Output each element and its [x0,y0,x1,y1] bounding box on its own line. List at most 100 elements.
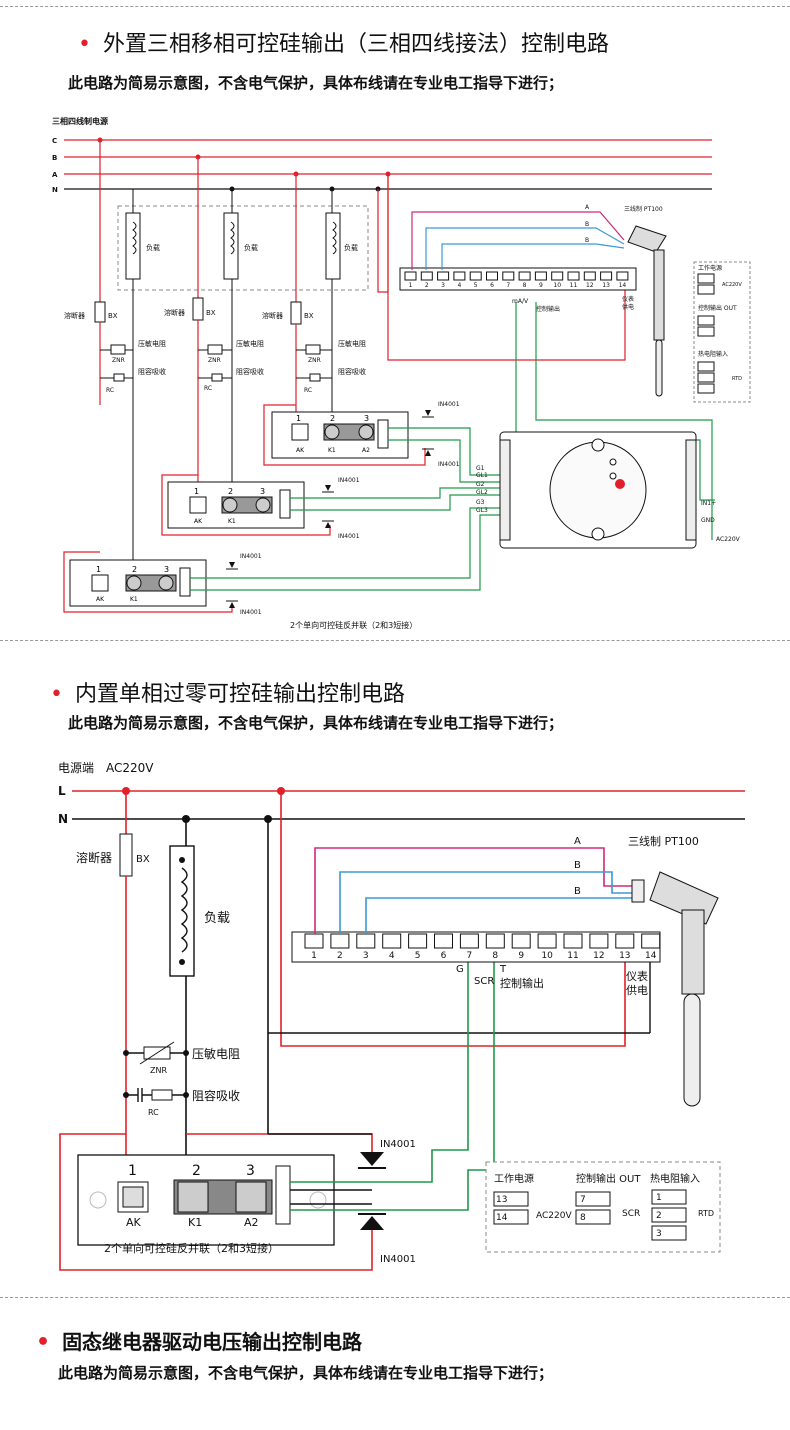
d1-gl1: GL1 [476,472,488,479]
d1-rc-label-2: 阻容吸收 [236,367,264,376]
d2-terminal-label-4: 4 [389,951,395,961]
d2-znr-label: ZNR [150,1066,167,1075]
d2-terminal-label-2: 2 [337,951,343,961]
d1-terminal-screw-10 [551,271,564,281]
d2-terminal-label-9: 9 [518,951,524,961]
d1-load-label-3: 负载 [344,243,358,252]
d1-terminal-screw-7 [502,271,515,281]
d2-scr-label: SCR [474,976,494,987]
d2-leg-8: 8 [580,1213,586,1223]
d1-gate-wires [190,302,715,591]
d1-terminal-screw-5 [469,271,482,281]
d2-terminal-screw-1 [304,933,324,949]
d2-terminal-screw-11 [563,933,583,949]
d2-ak-label: AK [126,1216,142,1229]
d1-m1-t2: 2 [330,414,335,423]
d1-line-a-label: A [52,171,58,179]
d1-gnd-label: GND [701,517,715,524]
d2-term-1: 1 [128,1163,137,1179]
d2-legend-rtd: RTD [698,1209,714,1218]
d1-legend-rtd: RTD [732,376,742,382]
d2-bx-label: BX [136,854,150,865]
d2-legend-rtd-in: 热电阻输入 [650,1172,700,1185]
d1-rc-label-1: 阻容吸收 [138,367,166,376]
d2-k1-label: K1 [188,1216,202,1229]
d2-diodes: IN4001 IN4001 [358,1139,416,1265]
d1-terminal-screw-3 [437,271,450,281]
separator-top [0,6,790,7]
d2-terminal-screw-14 [641,933,661,949]
d2-load-label: 负载 [204,911,230,926]
d2-varistor-label: 压敏电阻 [192,1046,240,1061]
d1-branch-3 [290,174,341,420]
d2-legend-ctrl-out: 控制输出 OUT [576,1172,641,1185]
d1-legend-work-power: 工作电源 [698,264,722,272]
d1-m1-a2: A2 [362,447,370,454]
d2-leg-14: 14 [496,1213,508,1223]
d1-gl2: GL2 [476,489,488,496]
d1-legend-rtd-in: 热电阻输入 [698,350,728,358]
d1-diode-label-4: IN4001 [338,533,360,540]
diagram-three-phase: 三相四线制电源 C B A N [52,116,751,630]
d1-terminal-screw-1 [404,271,417,281]
separator-2 [0,1297,790,1298]
d1-gl3: GL3 [476,507,488,514]
d2-terminal-screw-8 [485,933,505,949]
bullet-icon: • [50,682,63,707]
d2-bus-lines [72,787,745,823]
d1-znr-label-1: ZNR [112,357,125,364]
d1-fuse-label-2: 溶断器 [164,308,185,317]
d2-terminal-screw-6 [434,933,453,949]
d1-rc-code-3: RC [304,387,312,394]
d1-varistor-label-1: 压敏电阻 [138,339,166,348]
d1-mav-label: mA/V [512,298,529,305]
d1-terminal-label-5: 5 [474,282,478,289]
d1-bx-label-1: BX [108,312,118,320]
d1-diode-label-1: IN4001 [438,401,460,408]
d1-wire-b2: B [585,237,589,244]
d2-terminal-screw-9 [511,933,531,949]
d1-m1-ak: AK [296,447,305,454]
d1-diode-label-3: IN4001 [338,477,360,484]
d1-m2-t2: 2 [228,487,233,496]
d1-in1-label: IN1+ [701,500,716,507]
d1-caption: 2个单向可控硅反并联（2和3短接） [290,620,417,630]
diagram-single-phase: 电源端 AC220V L N 溶断器 BX 负载 压敏电阻 ZNR [58,761,745,1271]
d2-rc-label: 阻容吸收 [192,1088,240,1103]
d1-terminal-screw-12 [583,271,596,281]
d1-znr-label-2: ZNR [208,357,221,364]
d1-inst-power-label: 仪表 [622,295,634,303]
section-1-title: •外置三相移相可控硅输出（三相四线接法）控制电路 [78,26,609,58]
section-3-title-text: 固态继电器驱动电压输出控制电路 [62,1330,363,1354]
d2-source-label: 电源端 AC220V [58,761,154,775]
section-3-title: •固态继电器驱动电压输出控制电路 [36,1326,362,1355]
d1-load-label-2: 负载 [244,243,258,252]
d1-terminal-screw-4 [453,271,466,281]
d2-terminal-label-10: 10 [541,951,553,961]
d1-m1-t1: 1 [296,414,301,423]
d1-scr-module-1: 1 2 3 AK K1 A2 [271,411,409,459]
section-2-title: •内置单相过零可控硅输出控制电路 [50,676,405,708]
d2-terminal-label-3: 3 [363,951,369,961]
d1-varistor-label-3: 压敏电阻 [338,339,366,348]
d1-m3-t2: 2 [132,565,137,574]
d1-terminal-label-8: 8 [523,282,527,289]
d1-diodes [226,410,434,608]
d1-terminal-screw-6 [486,271,498,281]
d2-leg-7: 7 [580,1195,586,1205]
d1-line-n-label: N [52,186,58,194]
d1-m1-k1: K1 [328,447,336,454]
d1-scr-module-2: 1 2 3 AK K1 [167,481,305,529]
d1-terminal-screw-9 [534,271,547,281]
d1-rc-code-2: RC [204,385,212,392]
d2-ctrl-out-label: 控制输出 [500,976,544,990]
d1-branch-2 [192,157,239,500]
d1-m2-k1: K1 [228,518,236,525]
d2-terminal-screw-5 [408,933,428,949]
d1-m3-t1: 1 [96,565,101,574]
d2-scr-module: 1 2 3 AK K1 A2 2个单向可控硅反并联（2和3短接） [77,1154,335,1255]
d1-terminal-label-3: 3 [441,282,445,289]
d1-m1-t3: 3 [364,414,369,423]
d2-diode-label-1: IN4001 [380,1139,416,1150]
d2-terminal-label-7: 7 [467,951,473,961]
